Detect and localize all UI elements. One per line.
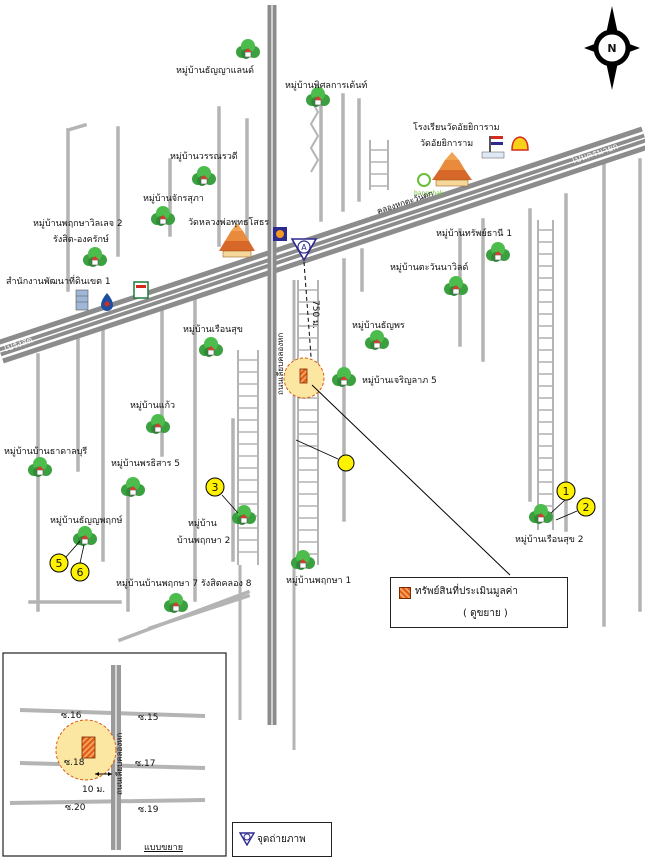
- marker-2-label: 2: [583, 501, 590, 514]
- label-p12: หมู่บ้านตะวันนาวิลด์: [390, 261, 468, 273]
- label-p24: หมู่บ้านบ้านพฤกษา 7 รังสิตคลอง 8: [116, 578, 252, 589]
- label-p14: หมู่บ้านเรือนสุข: [183, 324, 243, 335]
- label-p6: หมู่บ้านจักรสุภา: [143, 193, 204, 204]
- label-p8: หมู่บ้านพฤกษาวิลเลจ 2: [33, 218, 123, 229]
- canal-road: [238, 5, 296, 750]
- marker-1: 1: [550, 481, 576, 514]
- photo-point-icon: [239, 832, 255, 846]
- ptt-station-icon: [101, 293, 113, 311]
- marker-2: 2: [555, 497, 596, 521]
- legend-asset-sub: ( ดูขยาย ): [463, 608, 508, 619]
- label-p5: หมู่บ้านวรรณรวดี: [170, 151, 238, 162]
- legend-photo-label: จุดถ่ายภาพ: [257, 834, 306, 845]
- inset-lot-20: ซ.20: [65, 803, 86, 813]
- zigzag-road: [309, 99, 320, 173]
- legend-asset: ทรัพย์สินที่ประเมินมูลค่า ( ดูขยาย ): [390, 577, 568, 628]
- marker-6-label: 6: [77, 566, 84, 579]
- label-p16: หมู่บ้านแก้ว: [130, 400, 175, 411]
- inset-lot-16: ซ.16: [61, 711, 82, 721]
- label-p4: วัดอัยยิการาม: [420, 138, 473, 149]
- numbered-markers: 1 2 3 5 6: [49, 439, 596, 582]
- inset-map: ซ.16 ซ.15 ซ.18 ซ.17 ซ.20 ซ.19 10 ม. ถนนเ…: [2, 652, 227, 857]
- legend-asset-label: ทรัพย์สินที่ประเมินมูลค่า: [415, 586, 518, 597]
- inset-lot-17: ซ.17: [135, 759, 155, 769]
- inset-lot-15: ซ.15: [138, 713, 158, 723]
- label-p9: รังสิต-องครักษ์: [53, 233, 109, 245]
- highway: [0, 126, 645, 364]
- inset-road-label: ถนนเลียบคลองหก: [115, 733, 124, 795]
- temple-icon: [219, 223, 255, 258]
- marker-3-label: 3: [212, 481, 219, 494]
- marker-3: 3: [205, 477, 239, 514]
- marker-6: 6: [70, 544, 90, 582]
- shell-station-icon: [511, 136, 529, 151]
- ladder-rungs: [238, 149, 553, 555]
- map-labels: หมู่บ้านธัญญาแลนด์ หมู่บ้านพิศลการเด้นท์…: [4, 64, 583, 589]
- marker-5-label: 5: [56, 557, 63, 570]
- marker-1-label: 1: [563, 485, 570, 498]
- inset-lot-18: ซ.18: [64, 758, 85, 768]
- roadside-sign-icon: [273, 227, 287, 241]
- inset-distance: 10 ม.: [82, 785, 105, 795]
- legend-photo-point: จุดถ่ายภาพ: [232, 822, 332, 857]
- bangchak-label: bangchak: [414, 190, 444, 197]
- shop-icon: [133, 281, 149, 299]
- subject-asset: [299, 368, 308, 384]
- side-roads: [28, 88, 642, 643]
- label-p17: หมู่บ้านบ้านธาดาลบุรี: [4, 446, 87, 457]
- inset-title: แบบขยาย: [144, 843, 183, 853]
- north-label: N: [607, 42, 616, 55]
- leader-line: [311, 384, 511, 576]
- asset-symbol: [399, 587, 411, 599]
- inset-lot-19: ซ.19: [138, 805, 159, 815]
- temple-icon: [432, 152, 472, 187]
- label-p3: โรงเรียนวัดอัยยิการาม: [413, 122, 500, 133]
- label-p18: หมู่บ้านพรธิสาร 5: [111, 458, 180, 469]
- school-icon: [481, 136, 505, 159]
- north-arrow: N: [584, 6, 640, 90]
- label-p22: หมู่บ้านเรือนสุข 2: [515, 534, 583, 545]
- road-label-soi: ถนนเลียบคลองหก: [276, 333, 285, 395]
- marker-5: 5: [49, 540, 81, 573]
- label-p7: วัดหลวงพ่อพุทธโสธร: [188, 217, 269, 228]
- label-p1: หมู่บ้านธัญญาแลนด์: [176, 64, 254, 76]
- office-icon: [75, 289, 89, 311]
- photo-point-label: A: [301, 243, 307, 252]
- bangchak-station-icon: bangchak: [414, 173, 444, 197]
- label-p13: หมู่บ้านธัญพร: [352, 320, 405, 331]
- label-p15: หมู่บ้านเจริญลาภ 5: [362, 375, 437, 386]
- label-p19: หมู่บ้านธัญญพฤกษ์: [50, 514, 123, 526]
- label-p21: บ้านพฤกษา 2: [177, 535, 230, 546]
- marker-blank: [295, 439, 355, 472]
- label-p11: หมู่บ้านทรัพย์ธานี 1: [436, 227, 512, 239]
- label-p20: หมู่บ้าน: [188, 518, 217, 529]
- label-p2: หมู่บ้านพิศลการเด้นท์: [285, 79, 367, 91]
- photo-point-marker: A: [290, 238, 318, 262]
- distance-label: 750 ม.: [310, 300, 320, 329]
- label-p23: หมู่บ้านพฤกษา 1: [286, 575, 351, 586]
- label-p10: สำนักงานพัฒนาที่ดินเขต 1: [6, 274, 111, 287]
